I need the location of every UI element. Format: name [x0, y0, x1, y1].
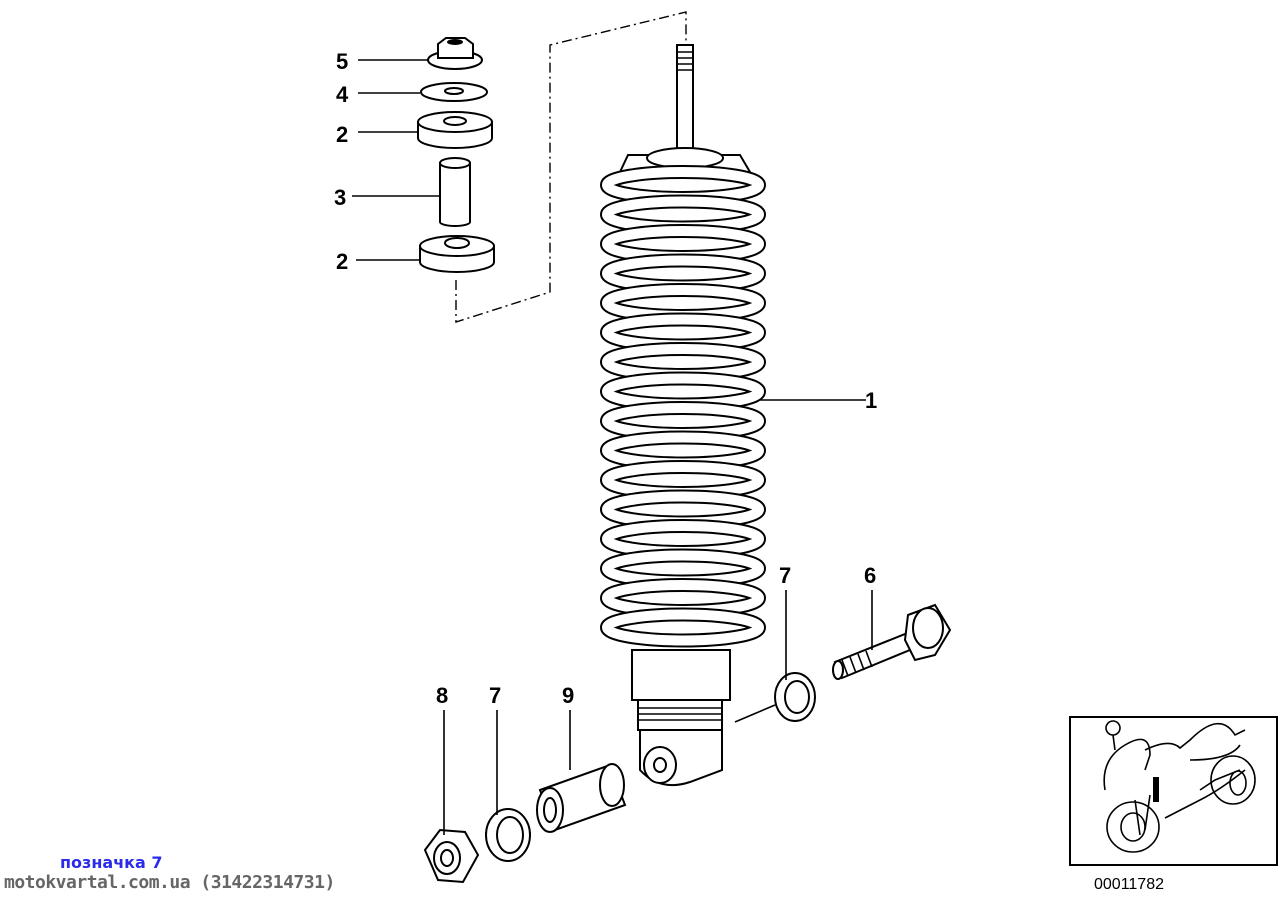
spring-coil	[602, 432, 764, 469]
diagram-code: 00011782	[1094, 876, 1164, 893]
spring-coil	[602, 196, 764, 233]
watermark-label: позначка 7	[60, 853, 163, 872]
part-7-washer-right	[774, 672, 816, 722]
callout-2-top: 2	[336, 122, 348, 147]
part-6-bolt	[832, 603, 952, 680]
part-2-rubber-mount-top	[417, 111, 493, 149]
motorcycle-location-inset	[1069, 716, 1278, 866]
spring-coil	[602, 462, 764, 498]
spring-coil	[602, 491, 764, 528]
part-2-rubber-mount-bottom	[419, 235, 495, 273]
callout-9: 9	[562, 683, 574, 708]
spring-coil	[602, 255, 764, 292]
spring-coil	[602, 314, 764, 351]
watermark-site: motokvartal.com.ua (31422314731)	[4, 872, 335, 893]
callout-3: 3	[334, 185, 346, 210]
spring-coil	[602, 521, 764, 557]
callout-7-left: 7	[489, 683, 501, 708]
spring-coil	[602, 373, 764, 410]
part-5-flange-nut	[427, 37, 483, 70]
callout-2-bottom: 2	[336, 249, 348, 274]
callout-1: 1	[865, 388, 877, 413]
part-7-washer-left	[485, 808, 531, 862]
spring-coil	[602, 167, 764, 203]
part-9-bushing	[536, 763, 627, 833]
part-4-washer	[420, 82, 488, 102]
part-8-nut	[423, 828, 480, 884]
spring-coil	[602, 226, 764, 262]
callout-7-right: 7	[779, 563, 791, 588]
callout-6: 6	[864, 563, 876, 588]
assembly-line	[455, 11, 687, 323]
spring-coil	[602, 285, 764, 321]
spring-coil	[602, 344, 764, 380]
spring-coil	[602, 403, 764, 439]
spring-coil	[602, 550, 764, 587]
callout-5: 5	[336, 49, 348, 74]
part-1-shock-absorber	[600, 44, 766, 786]
leader-lines	[352, 59, 873, 835]
shock-location-marker	[1153, 777, 1159, 802]
part-3-spacer-sleeve	[439, 157, 471, 227]
callout-4: 4	[336, 82, 349, 107]
spring-coil	[602, 580, 764, 616]
callout-8: 8	[436, 683, 448, 708]
spring-coil	[602, 609, 764, 646]
